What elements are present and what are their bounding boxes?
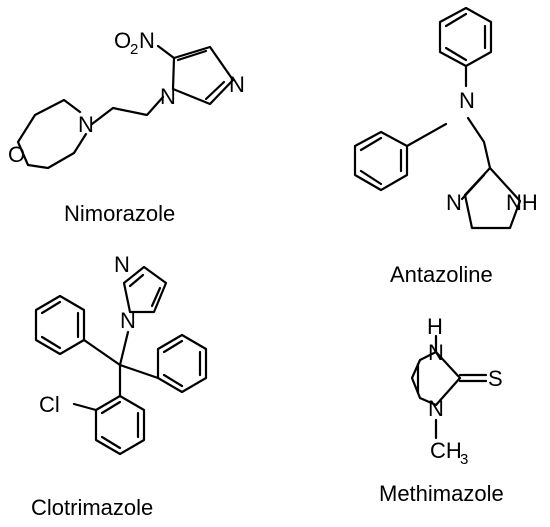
nimorazole-caption: Nimorazole xyxy=(64,201,175,226)
clotrimazole-chlorophenyl-inner-3 xyxy=(100,435,122,450)
antazoline-lower-phenyl-inner-3 xyxy=(359,169,383,186)
antazoline-structure: N N NH Antazoline xyxy=(353,6,538,287)
nimorazole-ring-n3: N xyxy=(229,72,245,97)
clotrimazole-right-phenyl-bond xyxy=(118,363,160,380)
nimorazole-nitro-n: N xyxy=(139,28,155,53)
nimorazole-structure: O 2 N N N N O Nimorazole xyxy=(8,28,245,226)
clotrimazole-chlorine: Cl xyxy=(39,392,60,417)
antazoline-upper-phenyl-inner-1 xyxy=(444,12,468,28)
methimazole-caption: Methimazole xyxy=(379,481,504,506)
clotrimazole-imidazole-ring xyxy=(122,265,168,314)
clotrimazole-chlorophenyl-inner-1 xyxy=(100,400,122,415)
antazoline-ring-double-bond xyxy=(460,173,486,201)
antazoline-ch2-linker xyxy=(466,116,492,170)
clotrimazole-structure: N N Cl Clotrimazole xyxy=(31,252,208,520)
clotrimazole-ring-n-top: N xyxy=(114,252,130,277)
methimazole-n-top: N xyxy=(428,340,444,365)
clotrimazole-left-phenyl xyxy=(34,294,86,356)
clotrimazole-right-phenyl-inner-1 xyxy=(162,339,184,354)
nimorazole-nitro-bond xyxy=(156,44,176,60)
clotrimazole-chlorine-bond xyxy=(72,402,98,412)
clotrimazole-left-phenyl-inner-1 xyxy=(40,300,62,315)
nimorazole-nitro-o: O xyxy=(114,28,131,53)
nimorazole-nitro-o-subscript: 2 xyxy=(130,41,138,58)
antazoline-ring-nh: NH xyxy=(506,190,538,215)
antazoline-lower-phenyl-inner-1 xyxy=(359,136,383,152)
clotrimazole-left-phenyl-bond xyxy=(82,338,122,367)
antazoline-lower-phenyl-to-n xyxy=(405,122,448,148)
nimorazole-ethyl-linker xyxy=(90,95,165,126)
clotrimazole-ring-n-attach: N xyxy=(120,308,136,333)
clotrimazole-chlorophenyl xyxy=(94,394,146,456)
nimorazole-morpholine-ring xyxy=(16,98,88,170)
methimazole-methyl-subscript: 3 xyxy=(460,451,468,468)
nimorazole-morpholine-n: N xyxy=(78,112,94,137)
nimorazole-imidazole-ring xyxy=(171,45,235,106)
clotrimazole-ring-double-bond xyxy=(128,273,145,288)
clotrimazole-caption: Clotrimazole xyxy=(31,495,153,520)
methimazole-structure: H N S N CH 3 Methimazole xyxy=(379,314,504,506)
clotrimazole-ring-double-bond-2 xyxy=(150,286,162,308)
clotrimazole-right-phenyl xyxy=(156,333,208,394)
methimazole-n-bottom: N xyxy=(428,396,444,421)
clotrimazole-right-phenyl-inner-3 xyxy=(162,373,184,388)
antazoline-upper-phenyl-inner-3 xyxy=(444,46,468,62)
clotrimazole-n-to-c xyxy=(118,330,130,367)
antazoline-caption: Antazoline xyxy=(390,262,493,287)
nimorazole-ring-n1: N xyxy=(160,84,176,109)
methimazole-h-top: H xyxy=(427,314,443,339)
nimorazole-ring-double-bond xyxy=(176,49,208,62)
clotrimazole-left-phenyl-inner-3 xyxy=(40,335,62,350)
antazoline-lower-phenyl xyxy=(353,130,409,192)
nimorazole-ring-double-bond-2 xyxy=(204,80,226,101)
antazoline-upper-phenyl xyxy=(438,6,493,68)
methimazole-methyl-c: CH xyxy=(430,438,462,463)
nimorazole-morpholine-o: O xyxy=(8,142,25,167)
antazoline-ring-n: N xyxy=(446,190,462,215)
antazoline-amine-n: N xyxy=(459,88,475,113)
methimazole-sulfur: S xyxy=(488,366,503,391)
